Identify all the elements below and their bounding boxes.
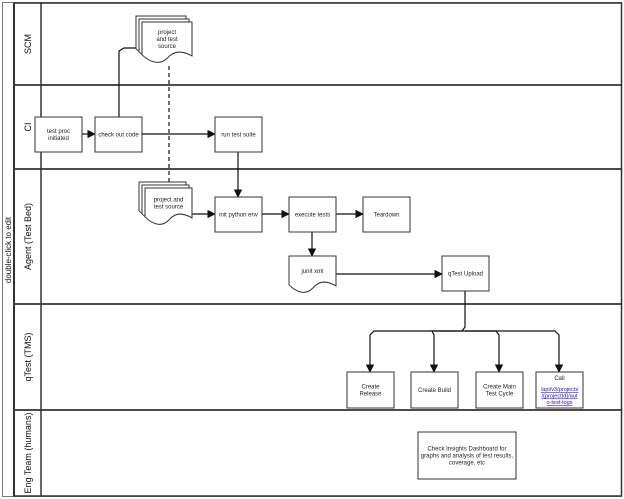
node-text: and test [156, 37, 178, 43]
pool-label: double-click to edit [4, 216, 13, 283]
lane-eng[interactable]: Eng Team (humans) [13, 409, 623, 497]
node-text: test source [154, 205, 184, 211]
edge-qtest_upload-to-create_release[interactable] [365, 291, 466, 373]
node-call[interactable]: Call/api/v3/projects/{projectId}/auto-te… [535, 371, 584, 409]
api-link[interactable]: /api/v3/projects [541, 387, 579, 393]
node-qtest-upload[interactable]: qTest Upload [441, 255, 490, 292]
node-checkout[interactable]: check out code [94, 116, 143, 153]
node-run-suite[interactable]: run test suite [214, 116, 263, 153]
node-agent-source[interactable]: project and test source [138, 181, 193, 225]
node-create-build[interactable]: Create Build [410, 371, 459, 409]
node-text: init python env [219, 213, 258, 219]
node-text: run test suite [221, 133, 256, 139]
node-text: check out code [98, 133, 139, 139]
node-teardown[interactable]: Teardown [362, 196, 411, 233]
node-text: Create [361, 384, 380, 390]
node-junit[interactable]: junit xml [288, 255, 337, 293]
lane-label-agent: Agent (Test Bed) [23, 203, 33, 270]
node-text: execute tests [295, 213, 330, 219]
edge-qtest_upload-to-create_build[interactable] [429, 330, 465, 373]
node-text: graphs and analysis of test results, [421, 454, 514, 460]
node-text: Create Build [418, 388, 451, 394]
lane-label-eng: Eng Team (humans) [23, 413, 33, 494]
node-insights[interactable]: Check Insights Dashboard for graphs and a… [417, 431, 517, 480]
node-text: junit xml [300, 269, 323, 275]
api-link[interactable]: /{projectId}/aut [541, 394, 578, 400]
lane-label-qtest: qTest (TMS) [23, 332, 33, 381]
call-title: Call [554, 376, 564, 382]
node-execute[interactable]: execute tests [288, 196, 337, 233]
node-text: Test Cycle [486, 392, 514, 398]
node-text: test proc [47, 129, 70, 135]
node-text: Teardown [373, 213, 399, 219]
lane-label-scm: SCM [23, 34, 33, 54]
node-text: Release [359, 392, 382, 398]
node-text: coverage, etc [449, 461, 485, 467]
node-text: Check Insights Dashboard for [427, 446, 506, 452]
node-text: source [158, 44, 177, 50]
edge-qtest_upload-to-call[interactable] [465, 330, 564, 373]
node-text: project and [154, 197, 184, 203]
node-text: Create Main [483, 384, 516, 390]
lane-label-ci: CI [23, 123, 33, 132]
node-text: project [158, 30, 176, 36]
api-link[interactable]: o-test-logs [546, 400, 572, 406]
node-text: qTest Upload [448, 272, 483, 278]
node-init-env[interactable]: init python env [214, 196, 263, 233]
node-text: initiated [48, 136, 69, 142]
